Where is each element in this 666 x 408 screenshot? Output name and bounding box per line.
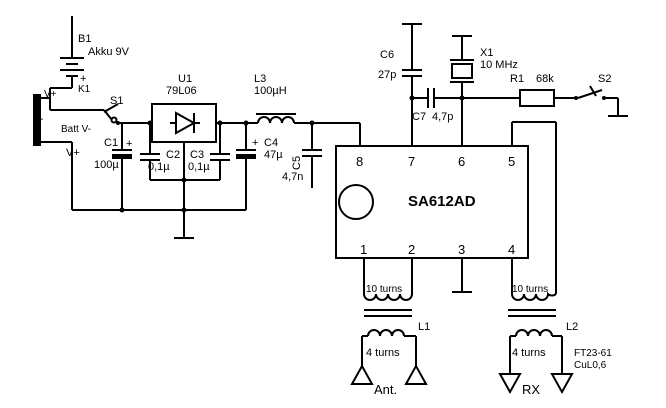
- ic-pin7-label: 7: [408, 154, 415, 169]
- k1-ref: K1: [78, 84, 91, 95]
- c7-ref: C7: [412, 111, 426, 123]
- regulator-u1: [147, 103, 223, 239]
- capacitor-c5: [302, 123, 322, 188]
- ic-pin5-label: 5: [508, 154, 515, 169]
- c3-ref: C3: [190, 149, 204, 161]
- x1-ref: X1: [480, 47, 493, 59]
- c1-plus: +: [126, 138, 132, 150]
- l1-port: Ant.: [374, 382, 397, 397]
- conn-vminus: V-: [34, 114, 43, 125]
- battery-connector: [33, 88, 73, 210]
- l2-core: FT23-61: [574, 348, 612, 359]
- capacitor-c2: [140, 123, 160, 180]
- b1-value: Akku 9V: [88, 46, 130, 58]
- l1-ref: L1: [418, 321, 430, 333]
- l1-primary: 4 turns: [366, 347, 400, 359]
- c4-plus: +: [252, 137, 258, 149]
- batt-minus-label: Batt V-: [61, 124, 91, 135]
- ic-pin3-label: 3: [458, 242, 465, 257]
- c5-ref: C5: [291, 156, 303, 170]
- l3-value: 100µH: [254, 85, 287, 97]
- transformer-l2: [498, 258, 574, 395]
- l3-ref: L3: [254, 73, 266, 85]
- l2-secondary: 10 turns: [512, 284, 548, 295]
- ic-sa612ad: [335, 145, 529, 259]
- s2-ref: S2: [598, 73, 611, 85]
- c3-value: 0,1µ: [188, 161, 210, 173]
- ic-pin6-label: 6: [458, 154, 465, 169]
- u1-ref: U1: [178, 73, 192, 85]
- transformer-l1: [350, 258, 428, 385]
- l1-secondary: 10 turns: [366, 284, 402, 295]
- ic-pin4-label: 4: [508, 242, 515, 257]
- x1-value: 10 MHz: [480, 59, 518, 71]
- ic-name: SA612AD: [408, 193, 476, 210]
- c2-ref: C2: [166, 149, 180, 161]
- l2-wire: CuL0,6: [574, 360, 607, 371]
- c6-value: 27p: [378, 69, 396, 81]
- c4-value: 47µ: [264, 149, 283, 161]
- switch-s1: [49, 98, 150, 125]
- s1-ref: S1: [110, 95, 123, 107]
- capacitor-c3: [210, 123, 230, 180]
- inductor-l3: [256, 113, 360, 126]
- conn-vplus-2: V+: [66, 147, 80, 159]
- c1-value: 100µ: [94, 159, 119, 171]
- c6-ref: C6: [380, 49, 394, 61]
- oscillator-section: [402, 23, 628, 146]
- l2-primary: 4 turns: [512, 347, 546, 359]
- conn-vplus: V+: [44, 89, 57, 100]
- wire-pin5: [511, 121, 557, 294]
- b1-ref: B1: [78, 33, 91, 45]
- capacitor-c1: [112, 123, 132, 210]
- c1-ref: C1: [104, 137, 118, 149]
- ic-pin2-label: 2: [408, 242, 415, 257]
- r1-ref: R1: [510, 73, 524, 85]
- r1-value: 68k: [536, 73, 554, 85]
- l2-ref: L2: [566, 321, 578, 333]
- c2-value: 0,1µ: [148, 161, 170, 173]
- ic-pin1-label: 1: [360, 242, 367, 257]
- c5-value: 4,7n: [282, 171, 303, 183]
- capacitor-c4: [236, 123, 256, 210]
- battery-b1: [50, 16, 84, 89]
- c4-ref: C4: [264, 137, 278, 149]
- u1-value: 79L06: [166, 85, 197, 97]
- c7-value: 4,7p: [432, 111, 453, 123]
- b1-plus: +: [80, 73, 86, 85]
- ic-pin8-label: 8: [356, 154, 363, 169]
- l2-port: RX: [522, 382, 540, 397]
